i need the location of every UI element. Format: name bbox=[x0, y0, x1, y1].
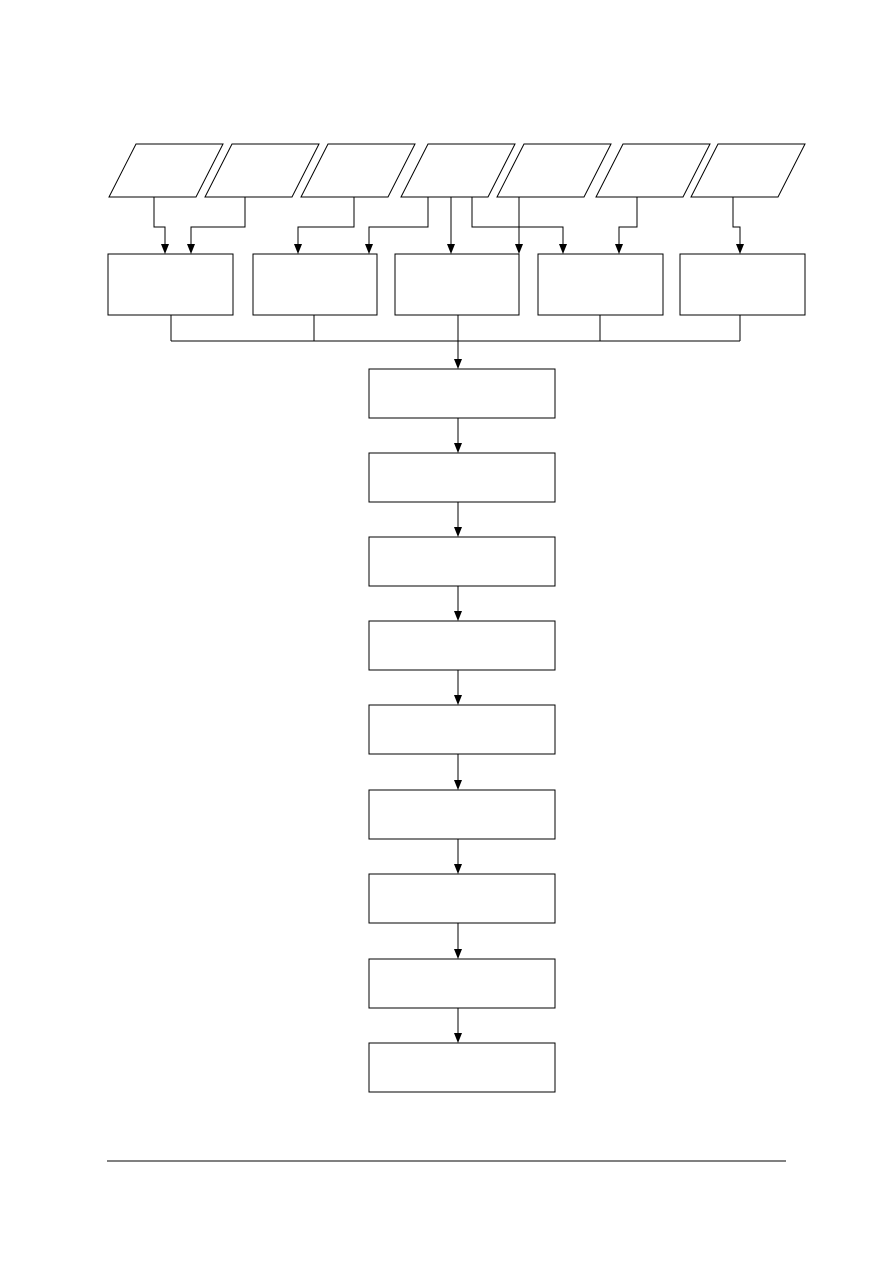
step-5-box bbox=[368, 704, 556, 755]
input-6-parallelogram bbox=[595, 143, 711, 198]
connector-input-4-process-4-arrowhead bbox=[559, 244, 567, 254]
connector-bus-step-1-arrowhead bbox=[454, 359, 462, 369]
connector-input-6-process-4-arrowhead bbox=[615, 244, 623, 254]
connector-input-2-process-1 bbox=[190, 197, 246, 244]
input-7-parallelogram bbox=[690, 143, 806, 198]
step-3-box bbox=[368, 536, 556, 587]
connector-step-7-step-8-arrowhead bbox=[454, 949, 462, 959]
step-2-box bbox=[368, 452, 556, 503]
process-2-box bbox=[252, 253, 378, 316]
connector-input-1-process-1-arrowhead bbox=[161, 244, 169, 254]
connector-step-8-step-9-arrowhead bbox=[454, 1033, 462, 1043]
input-1-parallelogram bbox=[108, 143, 224, 198]
process-4-box bbox=[537, 253, 664, 316]
connector-input-5-process-3-arrowhead bbox=[515, 244, 523, 254]
connector-input-1-process-1 bbox=[153, 197, 166, 244]
connector-input-7-process-5 bbox=[732, 197, 741, 244]
connector-input-4-process-2 bbox=[368, 197, 429, 244]
input-3-parallelogram bbox=[300, 143, 416, 198]
connector-input-4-process-3-arrowhead bbox=[447, 244, 455, 254]
input-5-parallelogram bbox=[496, 143, 612, 198]
nodes bbox=[107, 143, 806, 1093]
connector-step-3-step-4-arrowhead bbox=[454, 611, 462, 621]
step-1-box bbox=[368, 368, 556, 419]
input-4-parallelogram bbox=[400, 143, 516, 198]
connector-input-3-process-2-arrowhead bbox=[294, 244, 302, 254]
connector-input-4-process-4 bbox=[471, 197, 564, 244]
connectors bbox=[153, 197, 744, 1043]
step-9-box bbox=[368, 1042, 556, 1093]
step-4-box bbox=[368, 620, 556, 671]
step-7-box bbox=[368, 873, 556, 924]
input-2-parallelogram bbox=[204, 143, 320, 198]
connector-step-6-step-7-arrowhead bbox=[454, 864, 462, 874]
process-5-box bbox=[679, 253, 806, 316]
connector-input-4-process-2-arrowhead bbox=[365, 244, 373, 254]
step-8-box bbox=[368, 958, 556, 1009]
process-1-box bbox=[107, 253, 234, 316]
connector-input-7-process-5-arrowhead bbox=[736, 244, 744, 254]
step-6-box bbox=[368, 789, 556, 840]
connector-step-2-step-3-arrowhead bbox=[454, 527, 462, 537]
connector-step-5-step-6-arrowhead bbox=[454, 780, 462, 790]
connector-input-3-process-2 bbox=[297, 197, 355, 244]
connector-step-1-step-2-arrowhead bbox=[454, 443, 462, 453]
process-3-box bbox=[394, 253, 520, 316]
connector-input-6-process-4 bbox=[618, 197, 638, 244]
connector-input-2-process-1-arrowhead bbox=[187, 244, 195, 254]
connector-step-4-step-5-arrowhead bbox=[454, 695, 462, 705]
